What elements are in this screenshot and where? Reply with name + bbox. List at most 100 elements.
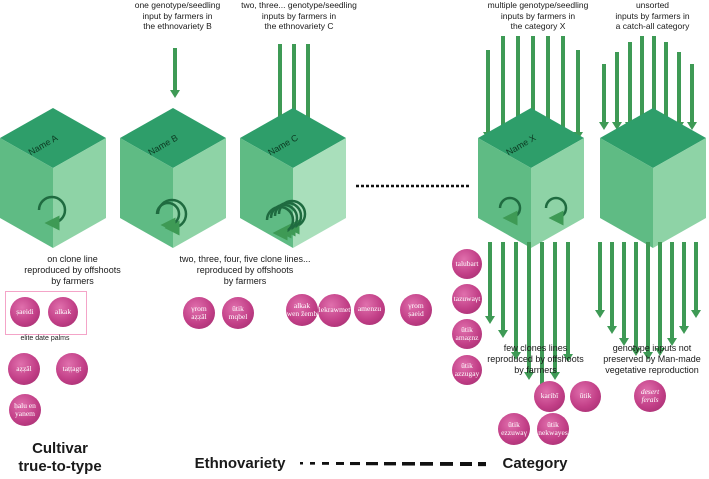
cycle-icon-b2-arc bbox=[155, 201, 181, 233]
label-top-c: two, three... genotype/seedling inputs b… bbox=[241, 0, 357, 31]
arrow-out-x-2-shaft bbox=[514, 242, 518, 353]
ball-alkak: alkak bbox=[48, 297, 78, 327]
cycle-icon-c-3-arc bbox=[265, 205, 295, 241]
arrow-out-x-0-shaft bbox=[488, 242, 492, 317]
bottom-dash-11 bbox=[478, 462, 486, 467]
arrow-out-catchall-6-shaft bbox=[670, 242, 674, 339]
bottom-dash-10 bbox=[460, 462, 472, 466]
cycle-icon-c-2-arc bbox=[269, 203, 299, 239]
arrow-out-x-0-head bbox=[485, 316, 495, 324]
arrow-out-x-3-shaft bbox=[527, 242, 531, 373]
cycle-icon-b2 bbox=[155, 201, 181, 233]
arrow-out-x-1-head bbox=[498, 330, 508, 338]
ball-karibi: karibī bbox=[534, 381, 565, 412]
arrow-out-catchall-1-shaft bbox=[610, 242, 614, 327]
arrow-out-catchall-3-shaft bbox=[634, 242, 638, 349]
arrow-in-b-head bbox=[170, 90, 180, 98]
arrow-in-x-5-shaft bbox=[561, 36, 565, 133]
arrow-in-x-4-shaft bbox=[546, 36, 550, 133]
arrow-out-catchall-1-head bbox=[607, 326, 617, 334]
ball-halu: ḥalu en yanem bbox=[9, 394, 41, 426]
ball-tattagt: taṭṭagt bbox=[56, 353, 88, 385]
cubes bbox=[0, 108, 706, 248]
arrow-in-x-2-shaft bbox=[516, 36, 520, 133]
cube-catchall-left bbox=[600, 138, 653, 248]
arrow-out-catchall-2-shaft bbox=[622, 242, 626, 339]
cube-catchall-right bbox=[653, 138, 706, 248]
arrow-in-catchall-0-head bbox=[599, 122, 609, 130]
cube-c-right bbox=[293, 138, 346, 248]
ball-desert-ferals: desert ferals bbox=[634, 380, 666, 412]
arrow-in-catchall-7-shaft bbox=[690, 64, 694, 123]
output-arrows bbox=[485, 242, 701, 400]
bottom-dash-8 bbox=[420, 462, 433, 466]
ball-utik-mqbel: ūtik mqbel bbox=[222, 297, 254, 329]
cube-b-right bbox=[173, 138, 226, 248]
cycle-icon-a bbox=[37, 195, 67, 231]
arrow-out-x-6-head bbox=[563, 354, 573, 362]
bottom-dash-2 bbox=[322, 462, 329, 465]
ball-utik-nekwayes: ūtik nekwayes bbox=[537, 413, 569, 445]
arrow-in-b-shaft bbox=[173, 48, 177, 91]
ball-talubart: talubart bbox=[452, 249, 482, 279]
ball-yrom-saeid: γrom ṣaeid bbox=[400, 294, 432, 326]
arrow-out-x-4-shaft bbox=[540, 242, 544, 393]
cube-x-right bbox=[531, 138, 584, 248]
input-arrows bbox=[170, 36, 697, 140]
arrow-in-catchall-2-shaft bbox=[628, 42, 632, 123]
ball-utik-azzugay: ūtik azzugay bbox=[452, 355, 482, 385]
arrow-in-catchall-0-shaft bbox=[602, 64, 606, 123]
elite-frame bbox=[5, 291, 87, 335]
arrow-in-catchall-1-head bbox=[612, 122, 622, 130]
cycle-icon-c-2 bbox=[269, 203, 299, 239]
label-mid-a: on clone line reproduced by offshoots by… bbox=[24, 254, 121, 286]
arrow-out-x-5-shaft bbox=[553, 242, 557, 373]
arrow-out-catchall-5-shaft bbox=[658, 242, 662, 349]
arrow-in-catchall-1-shaft bbox=[615, 52, 619, 123]
bottom-dash-7 bbox=[402, 462, 415, 466]
arrow-in-c-2-shaft bbox=[306, 44, 310, 125]
ball-ayzal: aẓẓāl bbox=[8, 353, 40, 385]
cube-a bbox=[0, 108, 106, 248]
arrow-out-catchall-8-shaft bbox=[694, 242, 698, 311]
cycle-icon-x2 bbox=[544, 196, 568, 226]
arrow-in-catchall-5-shaft bbox=[664, 42, 668, 123]
arrow-in-catchall-6-shaft bbox=[677, 52, 681, 123]
elite-caption: elite date palms bbox=[20, 335, 70, 342]
cube-c-left bbox=[240, 138, 293, 248]
ball-yrom-ayzal: γrom aẓẓāl bbox=[183, 297, 215, 329]
cycle-icon-x1-arc bbox=[498, 196, 522, 226]
bottom-dash-1 bbox=[310, 462, 315, 465]
ball-alkak-zemb: alkak wen žemb bbox=[286, 294, 318, 326]
arrow-out-catchall-3-head bbox=[631, 348, 641, 356]
label-top-b: one genotype/seedling input by farmers i… bbox=[134, 0, 221, 31]
bottom-dash-line bbox=[300, 462, 486, 467]
arrow-out-catchall-7-head bbox=[679, 326, 689, 334]
ball-lekrawmet: lekrawmet bbox=[318, 294, 351, 327]
arrow-out-catchall-5-head bbox=[655, 348, 665, 356]
cycle-icon-x2-arc bbox=[544, 196, 568, 226]
label-mid-catchall: genotype inputs not preserved by Man-mad… bbox=[603, 343, 701, 375]
bottom-dash-6 bbox=[384, 462, 396, 466]
bottom-dash-5 bbox=[366, 462, 378, 466]
cycle-icon-a-arc bbox=[37, 195, 67, 231]
bottom-dash-3 bbox=[336, 462, 344, 465]
label-ethnovariety: Ethnovariety bbox=[194, 455, 286, 472]
arrow-out-x-5-head bbox=[550, 372, 560, 380]
arrow-out-x-1-shaft bbox=[501, 242, 505, 331]
arrow-out-x-2-head bbox=[511, 352, 521, 360]
cube-x bbox=[478, 108, 584, 248]
label-top-catchall: unsorted inputs by farmers in a catch-al… bbox=[615, 0, 690, 31]
label-cultivar: Cultivar true-to-type bbox=[18, 440, 102, 475]
arrow-out-catchall-8-head bbox=[691, 310, 701, 318]
arrow-out-catchall-4-shaft bbox=[646, 242, 650, 353]
label-mid-b: two, three, four, five clone lines... re… bbox=[179, 254, 311, 286]
label-category: Category bbox=[502, 455, 568, 472]
arrow-in-catchall-4-shaft bbox=[652, 36, 656, 123]
arrow-in-x-3-shaft bbox=[531, 36, 535, 133]
arrow-out-catchall-4-head bbox=[643, 352, 653, 360]
arrow-in-catchall-3-shaft bbox=[640, 36, 644, 123]
arrow-in-c-1-shaft bbox=[292, 44, 296, 125]
label-top-x: multiple genotype/seedling inputs by far… bbox=[487, 0, 589, 31]
